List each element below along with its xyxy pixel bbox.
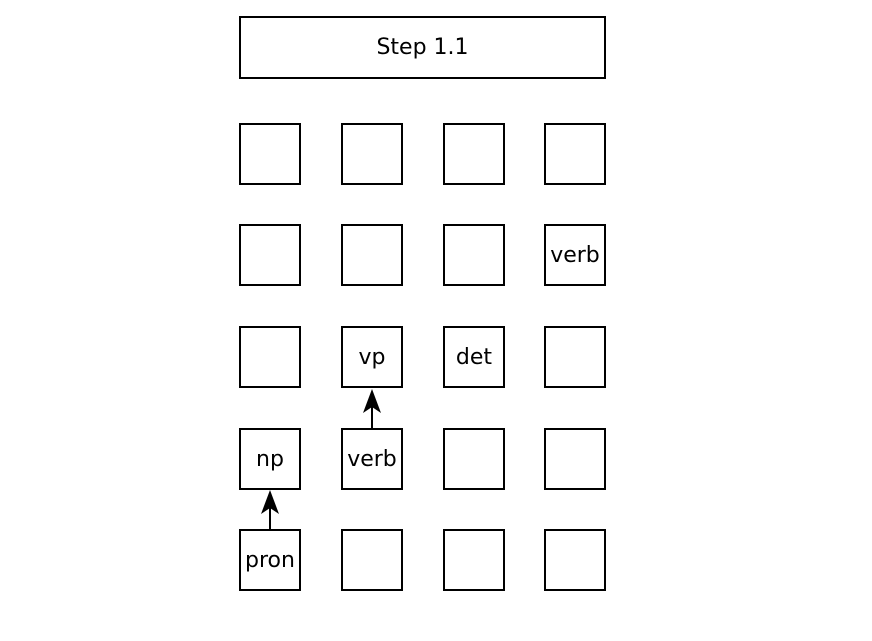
grid-cell-r4-c2 [443, 529, 505, 591]
grid-cell-r2-c2: det [443, 326, 505, 388]
arrow-pron-to-np [261, 490, 279, 529]
grid-cell-r0-c3 [544, 123, 606, 185]
grid-cell-r0-c2 [443, 123, 505, 185]
grid-cell-r2-c3 [544, 326, 606, 388]
grid-cell-r4-c1 [341, 529, 403, 591]
grid-cell-r2-c1: vp [341, 326, 403, 388]
grid-cell-r3-c2 [443, 428, 505, 490]
grid-cell-r4-c3 [544, 529, 606, 591]
grid-cell-r3-c3 [544, 428, 606, 490]
step-title-box: Step 1.1 [239, 16, 606, 79]
grid-cell-r3-c0: np [239, 428, 301, 490]
arrow-verb-to-vp [363, 389, 381, 428]
grid-cell-r4-c0: pron [239, 529, 301, 591]
grid-cell-r1-c3: verb [544, 224, 606, 286]
grid-cell-r2-c0 [239, 326, 301, 388]
grid-cell-r1-c2 [443, 224, 505, 286]
grid-cell-r0-c1 [341, 123, 403, 185]
grid-cell-r1-c1 [341, 224, 403, 286]
grid-cell-r1-c0 [239, 224, 301, 286]
grid-cell-r0-c0 [239, 123, 301, 185]
step-title: Step 1.1 [376, 35, 469, 60]
grid-cell-r3-c1: verb [341, 428, 403, 490]
